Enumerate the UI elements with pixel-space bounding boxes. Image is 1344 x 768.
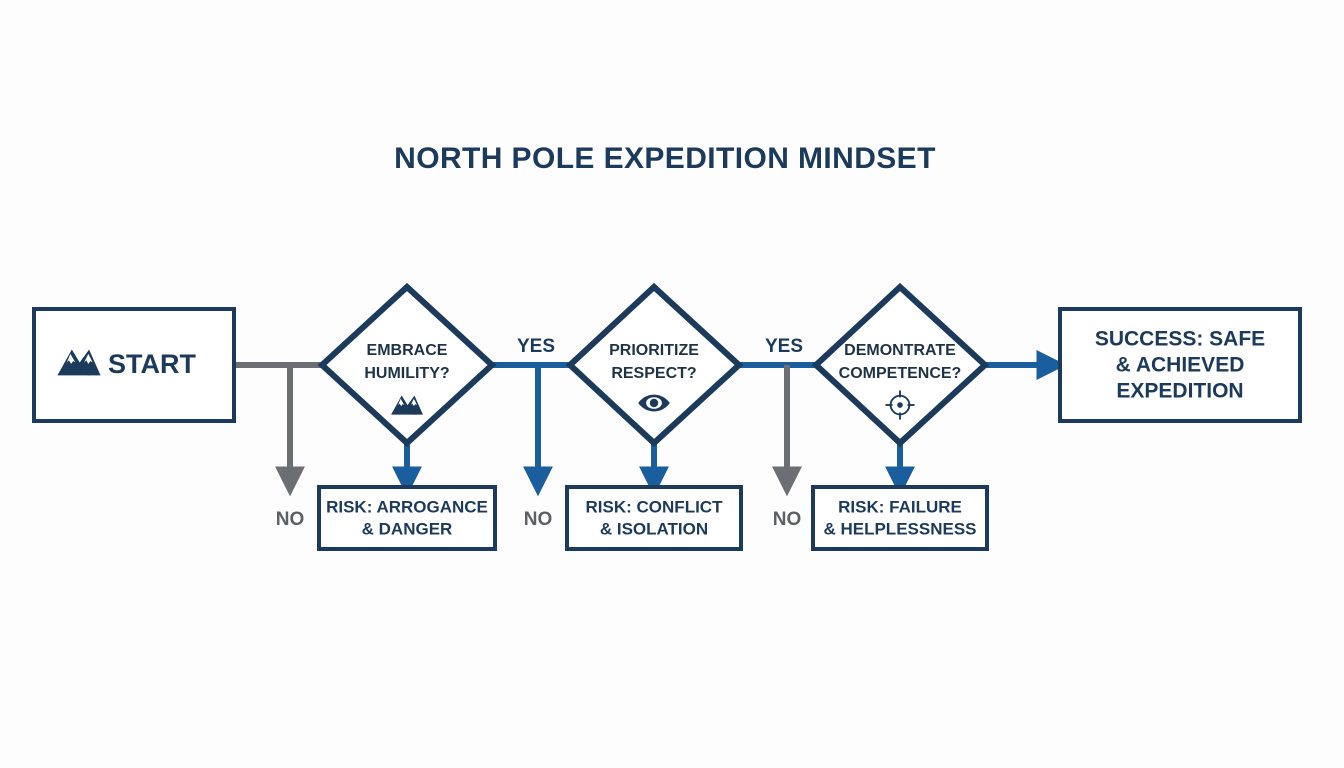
node-success[interactable]: SUCCESS: SAFE & ACHIEVED EXPEDITION (1058, 307, 1302, 423)
risk-arrogance-line2: & DANGER (362, 519, 453, 538)
start-label: START (108, 349, 196, 379)
node-decision-competence[interactable]: DEMONTRATE COMPETENCE? (811, 282, 990, 448)
edge-label-no-respect: NO (773, 509, 802, 530)
humility-label-line1: EMBRACE (367, 342, 448, 359)
success-box (1058, 307, 1302, 423)
success-label-line1: SUCCESS: SAFE (1095, 328, 1265, 351)
risk-conflict-line2: & ISOLATION (600, 519, 708, 538)
risk-failure-box (811, 485, 989, 551)
node-decision-respect[interactable]: PRIORITIZE RESPECT? (565, 282, 744, 448)
respect-diamond (565, 282, 744, 448)
start-box (32, 307, 236, 423)
success-label-line3: EXPEDITION (1116, 380, 1243, 403)
edge-label-yes-humility: YES (517, 336, 555, 357)
risk-failure-line1: RISK: FAILURE (838, 497, 962, 516)
success-label-line2: & ACHIEVED (1116, 354, 1245, 377)
edge-label-no-start: NO (276, 509, 305, 530)
competence-label-line2: COMPETENCE? (839, 365, 962, 382)
respect-label-line1: PRIORITIZE (609, 342, 699, 359)
risk-conflict-box (565, 485, 743, 551)
humility-label-line2: HUMILITY? (364, 365, 449, 382)
respect-label-line2: RESPECT? (611, 365, 696, 382)
edge-label-no-humility: NO (524, 509, 553, 530)
node-risk-conflict[interactable]: RISK: CONFLICT & ISOLATION (565, 485, 743, 551)
risk-arrogance-box (317, 485, 497, 551)
page-title: NORTH POLE EXPEDITION MINDSET (394, 142, 936, 175)
node-risk-failure[interactable]: RISK: FAILURE & HELPLESSNESS (811, 485, 989, 551)
node-decision-humility[interactable]: EMBRACE HUMILITY? (317, 282, 497, 448)
node-start[interactable]: START (32, 307, 236, 423)
risk-conflict-line1: RISK: CONFLICT (586, 497, 724, 516)
risk-failure-line2: & HELPLESSNESS (823, 519, 976, 538)
humility-diamond (317, 282, 497, 448)
node-risk-arrogance[interactable]: RISK: ARROGANCE & DANGER (317, 485, 497, 551)
risk-arrogance-line1: RISK: ARROGANCE (326, 497, 488, 516)
edge-label-yes-respect: YES (765, 336, 803, 357)
competence-label-line1: DEMONTRATE (844, 342, 956, 359)
competence-diamond (811, 282, 990, 448)
